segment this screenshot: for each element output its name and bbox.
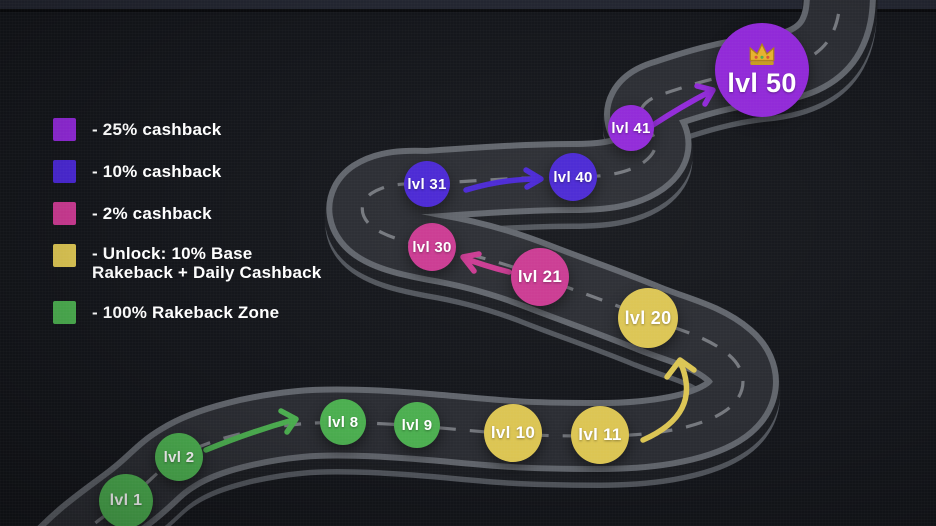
level-badge-label: lvl 9: [401, 416, 433, 434]
level-badge-11: lvl 11: [571, 406, 629, 464]
level-badge-label: lvl 30: [412, 238, 452, 256]
level-badge-50: lvl 50: [715, 23, 809, 117]
legend-swatch-indigo: [53, 160, 76, 183]
level-badge-41: lvl 41: [608, 105, 654, 151]
legend-label: - 2% cashback: [92, 204, 212, 223]
level-badge-8: lvl 8: [320, 399, 366, 445]
legend-item-25-cashback: - 25% cashback: [53, 118, 321, 141]
arrow-lvl21-to-lvl30: [460, 251, 512, 275]
level-badge-label: lvl 40: [553, 168, 593, 186]
level-badge-label: lvl 20: [624, 307, 672, 328]
legend-swatch-pink: [53, 202, 76, 225]
level-badge-label: lvl 41: [611, 119, 651, 137]
legend-label: - 100% Rakeback Zone: [92, 303, 280, 322]
legend-label: - 10% cashback: [92, 162, 222, 181]
level-badge-1: lvl 1: [99, 474, 153, 526]
legend-swatch-yellow: [53, 244, 76, 267]
legend-item-100-rakeback-zone: - 100% Rakeback Zone: [53, 301, 321, 324]
legend-swatch-purple: [53, 118, 76, 141]
level-badge-40: lvl 40: [549, 153, 597, 201]
arrow-lvl31-to-lvl40: [463, 167, 544, 193]
legend: - 25% cashback - 10% cashback - 2% cashb…: [53, 118, 321, 324]
level-badge-label: lvl 1: [109, 492, 143, 509]
level-badge-label: lvl 50: [727, 68, 797, 98]
legend-label: - Unlock: 10% Base Rakeback + Daily Cash…: [92, 244, 322, 282]
level-badge-2: lvl 2: [155, 433, 203, 481]
legend-label: - 25% cashback: [92, 120, 222, 139]
level-badge-20: lvl 20: [618, 288, 678, 348]
level-badge-label: lvl 31: [407, 175, 447, 193]
level-badge-label: lvl 2: [163, 448, 195, 466]
arrow-lvl41-to-lvl50: [650, 83, 716, 128]
level-badge-30: lvl 30: [408, 223, 456, 271]
crown-icon: [749, 42, 775, 66]
level-badge-21: lvl 21: [511, 248, 569, 306]
legend-item-2-cashback: - 2% cashback: [53, 202, 321, 225]
level-badge-31: lvl 31: [404, 161, 450, 207]
level-badge-label: lvl 8: [327, 413, 359, 431]
arrow-lvl2-to-lvl8: [203, 408, 299, 453]
level-badge-10: lvl 10: [484, 404, 542, 462]
level-badge-label: lvl 11: [578, 425, 622, 444]
level-badge-9: lvl 9: [394, 402, 440, 448]
legend-swatch-green: [53, 301, 76, 324]
level-badge-label: lvl 10: [490, 423, 536, 442]
arrow-lvl11-to-lvl20: [640, 357, 697, 443]
top-strip: [0, 0, 936, 12]
legend-item-10-cashback: - 10% cashback: [53, 160, 321, 183]
legend-item-unlock-rakeback: - Unlock: 10% Base Rakeback + Daily Cash…: [53, 244, 321, 282]
level-badge-label: lvl 21: [517, 267, 563, 286]
